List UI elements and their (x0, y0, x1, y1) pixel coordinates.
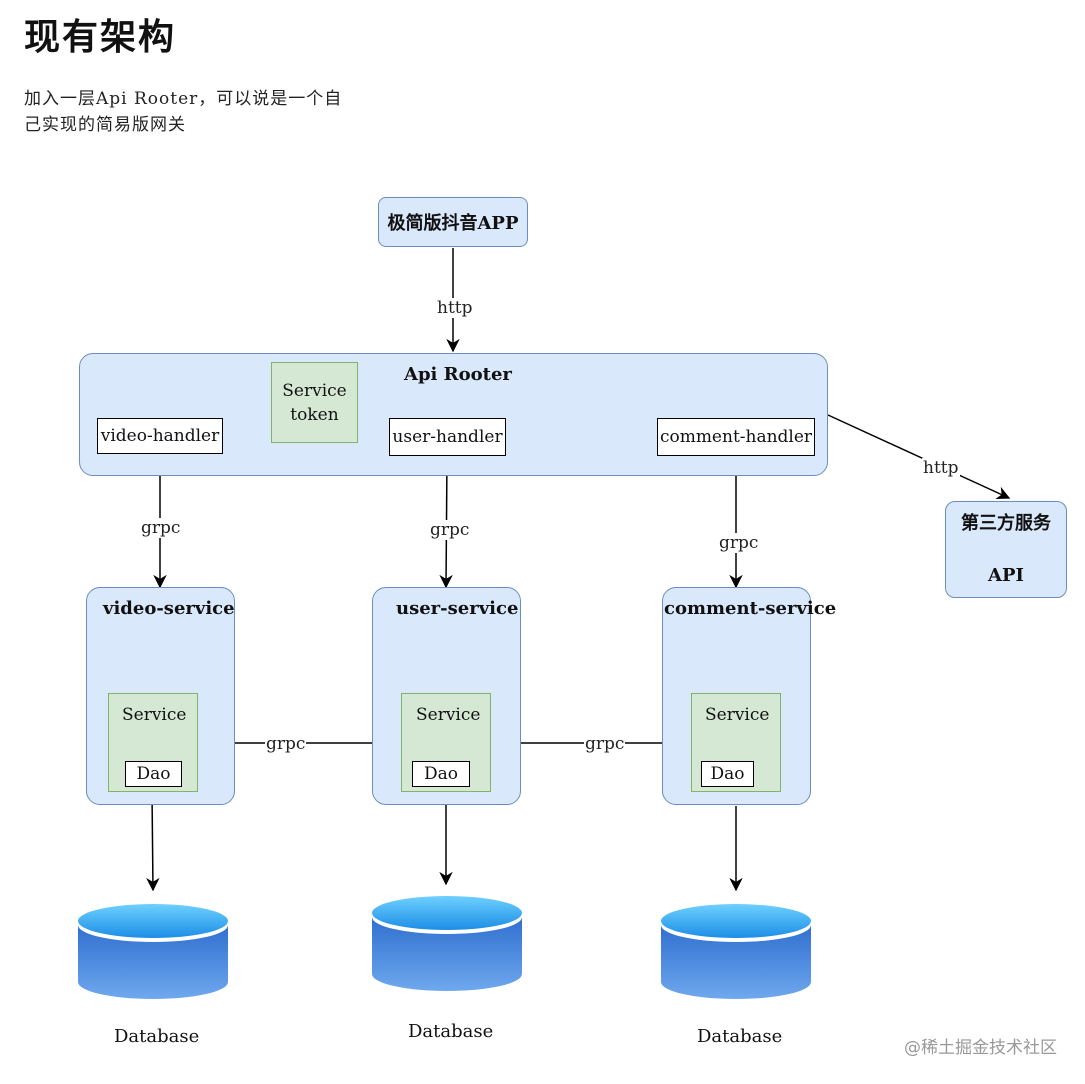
database-icon-comment (661, 904, 811, 999)
user-service-label: user-service (396, 598, 519, 619)
intro-text: 加入一层Api Rooter，可以说是一个自 己实现的简易版网关 (24, 86, 394, 138)
video-service-inner-label: Service (122, 705, 187, 725)
app-node: 极简版抖音APP (378, 197, 528, 247)
comment-handler-node: comment-handler (657, 418, 815, 456)
comment-service-inner-label: Service (705, 705, 770, 725)
edge-label-grpc-video-user: grpc (265, 734, 307, 754)
app-node-label: 极简版抖音APP (387, 213, 519, 234)
service-token-line-2: token (290, 404, 339, 425)
watermark: @稀土掘金技术社区 (904, 1038, 1057, 1058)
third-party-line-2: API (988, 564, 1024, 586)
database-label-comment: Database (697, 1026, 783, 1047)
user-dao-node: Dao (412, 761, 470, 787)
video-dao-node: Dao (125, 761, 182, 787)
database-label-video: Database (114, 1026, 200, 1047)
video-service-label: video-service (103, 598, 235, 619)
user-service-inner-label: Service (416, 705, 481, 725)
database-icon-video (78, 904, 228, 999)
third-party-api-node: 第三方服务 API (945, 501, 1067, 598)
service-token-line-1: Service (282, 380, 347, 401)
intro-line-2: 己实现的简易版网关 (24, 115, 186, 135)
database-label-user: Database (408, 1021, 494, 1042)
edge-label-http-app: http (436, 298, 474, 318)
edge-label-http-third-party: http (922, 458, 960, 478)
api-rooter-label: Api Rooter (404, 364, 512, 385)
edge-label-grpc-comment-user: grpc (584, 734, 626, 754)
service-token-node: Service token (271, 362, 358, 443)
edge-label-grpc-video: grpc (140, 518, 182, 538)
intro-line-1: 加入一层Api Rooter，可以说是一个自 (24, 89, 343, 109)
third-party-line-1: 第三方服务 (961, 512, 1051, 534)
page-title: 现有架构 (24, 16, 177, 58)
comment-service-label: comment-service (664, 598, 837, 619)
video-handler-node: video-handler (97, 418, 223, 454)
edge-label-grpc-user: grpc (429, 520, 471, 540)
database-icon-user (372, 896, 522, 991)
edge-rooter-to-third-party (827, 414, 1011, 500)
user-handler-node: user-handler (389, 418, 506, 456)
edge-video-dao-to-db (146, 791, 160, 892)
edge-label-grpc-comment: grpc (718, 533, 760, 553)
comment-dao-node: Dao (701, 761, 754, 787)
